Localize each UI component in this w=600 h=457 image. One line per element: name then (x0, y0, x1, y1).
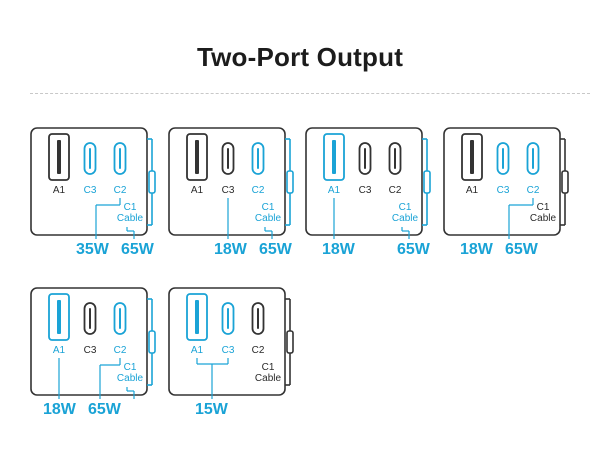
watt-value: 65W (88, 401, 121, 418)
usb-a-tongue (195, 300, 199, 334)
cable-connector (423, 170, 431, 194)
charger-svg (305, 127, 431, 239)
cable-label-line2: Cable (254, 213, 282, 224)
usb-a-tongue (332, 140, 336, 174)
charger-svg (168, 127, 294, 239)
port-label-c2: C2 (526, 185, 540, 196)
dashed-divider (30, 93, 590, 94)
watt-value: 18W (214, 241, 247, 258)
port-label-c3: C3 (221, 345, 235, 356)
cable-label-line1: C1 (398, 202, 412, 213)
cable-label-line1: C1 (261, 362, 275, 373)
usb-a-tongue (195, 140, 199, 174)
cable-label-line1: C1 (123, 202, 137, 213)
cable-connector (286, 170, 294, 194)
port-label-a1: A1 (52, 345, 66, 356)
port-label-c2: C2 (113, 185, 127, 196)
usb-a-tongue (470, 140, 474, 174)
cable-label-line2: Cable (254, 373, 282, 384)
watt-value: 15W (195, 401, 228, 418)
cable-label-line1: C1 (536, 202, 550, 213)
cable-label-line2: Cable (529, 213, 557, 224)
port-label-a1: A1 (190, 345, 204, 356)
cable-connector (561, 170, 569, 194)
charger-svg (168, 287, 294, 399)
port-label-c3: C3 (221, 185, 235, 196)
port-label-a1: A1 (327, 185, 341, 196)
port-label-c2: C2 (251, 345, 265, 356)
watt-value: 65W (397, 241, 430, 258)
cable-label-line2: Cable (116, 213, 144, 224)
charger-svg (30, 127, 156, 239)
watt-value: 65W (121, 241, 154, 258)
watt-value: 65W (505, 241, 538, 258)
port-label-c3: C3 (83, 185, 97, 196)
charger-svg (30, 287, 156, 399)
cable-connector (148, 170, 156, 194)
usb-a-tongue (57, 300, 61, 334)
charger-svg (443, 127, 569, 239)
port-label-a1: A1 (52, 185, 66, 196)
cable-label-line2: Cable (391, 213, 419, 224)
cable-connector (286, 330, 294, 354)
watt-value: 35W (76, 241, 109, 258)
port-label-a1: A1 (190, 185, 204, 196)
port-label-c3: C3 (83, 345, 97, 356)
page-title: Two-Port Output (196, 42, 404, 72)
watt-value: 65W (259, 241, 292, 258)
port-label-a1: A1 (465, 185, 479, 196)
port-label-c2: C2 (388, 185, 402, 196)
cable-label-line1: C1 (261, 202, 275, 213)
cable-connector (148, 330, 156, 354)
usb-a-tongue (57, 140, 61, 174)
port-label-c3: C3 (358, 185, 372, 196)
port-label-c2: C2 (113, 345, 127, 356)
cable-label-line1: C1 (123, 362, 137, 373)
watt-value: 18W (322, 241, 355, 258)
port-label-c2: C2 (251, 185, 265, 196)
watt-value: 18W (43, 401, 76, 418)
port-label-c3: C3 (496, 185, 510, 196)
watt-value: 18W (460, 241, 493, 258)
cable-label-line2: Cable (116, 373, 144, 384)
